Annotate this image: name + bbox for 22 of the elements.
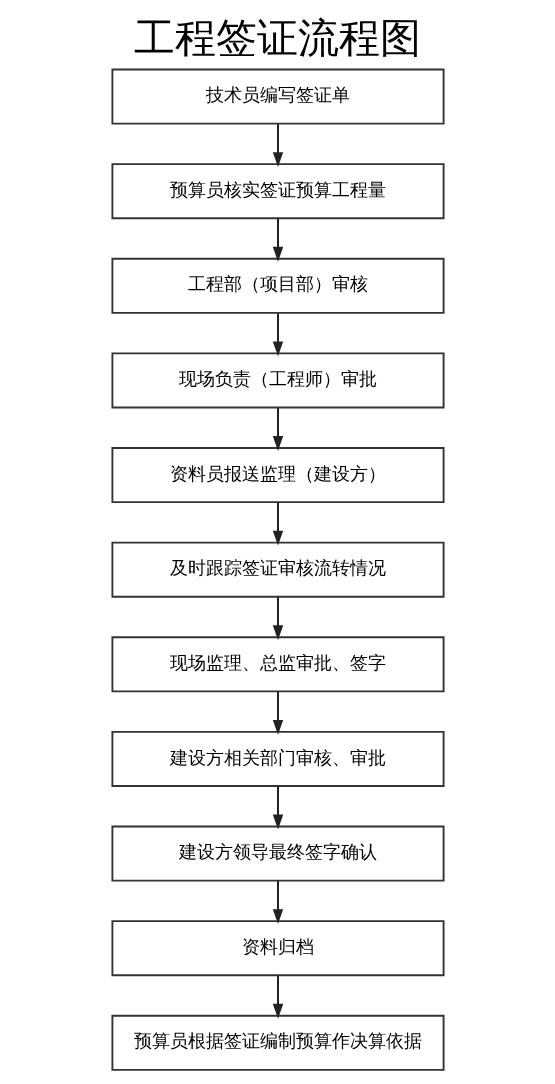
node-box: 预算员核实签证预算工程量 [110,163,445,220]
node-box: 建设方相关部门审核、审批 [110,730,445,787]
node-box: 及时跟踪签证审核流转情况 [110,541,445,598]
node-box: 技术员编写签证单 [110,68,445,125]
arrow [272,313,283,357]
arrow [272,407,283,451]
arrow [272,124,283,168]
arrow [272,975,283,1019]
node-box: 现场负责（工程师）审批 [110,352,445,409]
arrow [272,691,283,735]
node-box: 预算员根据签证编制预算作决算依据 [110,1014,445,1071]
node-box: 资料归档 [110,920,445,977]
arrow [272,881,283,925]
node-box: 工程部（项目部）审核 [110,257,445,314]
arrow [272,218,283,262]
arrow [272,597,283,641]
diagram-title: 工程签证流程图 [134,13,421,62]
arrow [272,502,283,546]
node-box: 现场监理、总监审批、签字 [110,636,445,693]
arrow [272,786,283,830]
node-box: 资料员报送监理（建设方） [110,447,445,504]
node-box: 建设方领导最终签字确认 [110,825,445,882]
